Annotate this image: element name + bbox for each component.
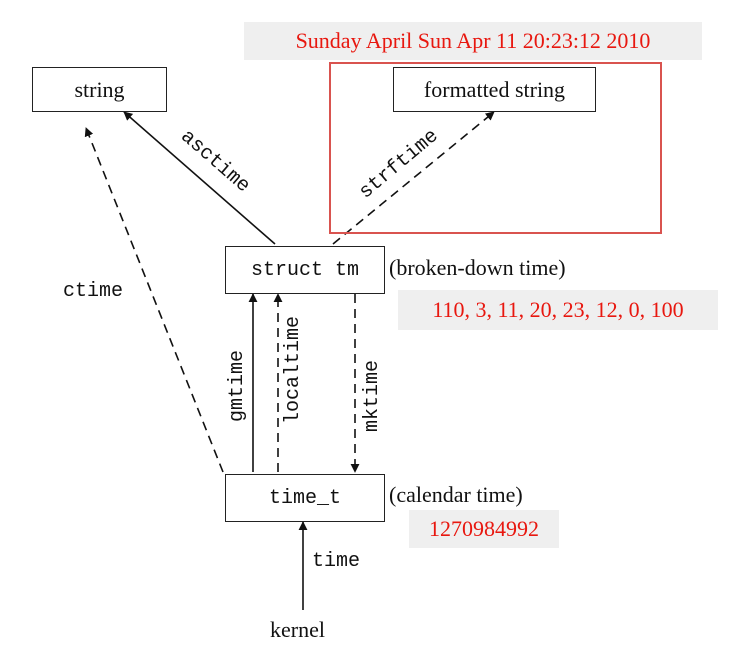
time-t-node-label: time_t (268, 486, 341, 510)
calendar-time-label: (calendar time) (389, 482, 523, 507)
ctime-arrow (84, 127, 224, 473)
time-t-node: time_t (225, 474, 385, 522)
broken-down-time-label: (broken-down time) (389, 255, 566, 280)
mktime-label: mktime (361, 360, 384, 432)
struct-tm-node: struct tm (225, 246, 385, 294)
formatted-string-node-label: formatted string (423, 76, 566, 102)
string-node-label: string (74, 76, 125, 102)
asctime-label: asctime (176, 125, 254, 197)
kernel-label: kernel (270, 617, 325, 642)
time-label: time (312, 550, 361, 573)
strftime-result-annotation: Sunday April Sun Apr 11 20:23:12 2010 (244, 22, 702, 60)
string-node: string (32, 67, 167, 112)
time-t-value-annotation: 1270984992 (409, 510, 559, 548)
formatted-string-node: formatted string (393, 67, 596, 112)
strftime-arrow (332, 111, 495, 245)
gmtime-label: gmtime (226, 350, 249, 422)
asctime-arrow (123, 111, 276, 245)
strftime-highlight-frame (329, 62, 662, 234)
localtime-label: localtime (282, 316, 305, 424)
tm-values-annotation: 110, 3, 11, 20, 23, 12, 0, 100 (398, 290, 718, 330)
struct-tm-node-label: struct tm (250, 258, 360, 282)
ctime-label: ctime (63, 280, 124, 303)
